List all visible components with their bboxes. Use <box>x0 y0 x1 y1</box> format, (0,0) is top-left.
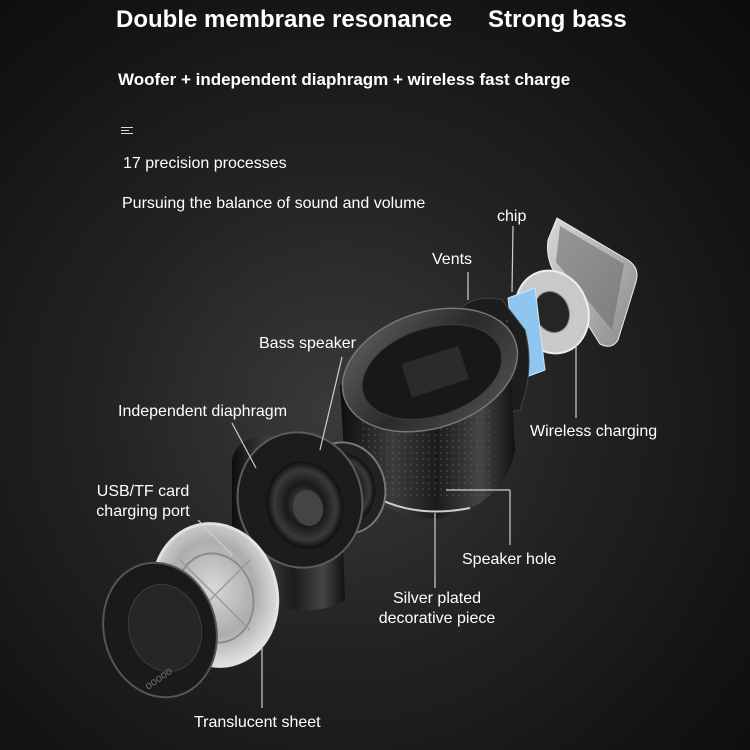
headline-right: Strong bass <box>488 6 627 33</box>
intro-line-processes: 17 precision processes <box>123 155 287 172</box>
speaker-main-body <box>340 307 519 519</box>
label-silver-line1: Silver plated <box>392 590 482 607</box>
label-usb-tf-line2: charging port <box>96 503 190 520</box>
bottom-base: ooooo <box>102 561 218 699</box>
feature-subtitle: Woofer + independent diaphragm + wireles… <box>118 70 571 89</box>
label-usb-tf-port: USB/TF card charging port <box>88 482 198 522</box>
label-silver-line2: decorative piece <box>378 610 496 627</box>
leader-lines <box>197 225 577 708</box>
label-vents: Vents <box>432 251 473 268</box>
label-bass-speaker: Bass speaker <box>259 335 356 352</box>
intro-line-balance: Pursuing the balance of sound and volume <box>122 195 426 212</box>
headline-left: Double membrane resonance <box>116 6 453 33</box>
label-independent-diaphragm: Independent diaphragm <box>118 403 288 420</box>
wireless-charging-plate <box>547 217 638 347</box>
label-translucent-sheet: Translucent sheet <box>194 714 321 731</box>
menu-lines-icon <box>121 127 133 135</box>
label-usb-tf-line1: USB/TF card <box>96 483 190 500</box>
label-wireless-charging: Wireless charging <box>530 423 658 440</box>
label-speaker-hole: Speaker hole <box>462 551 557 568</box>
label-chip: chip <box>497 208 527 225</box>
label-silver-plated-piece: Silver plated decorative piece <box>364 589 510 629</box>
